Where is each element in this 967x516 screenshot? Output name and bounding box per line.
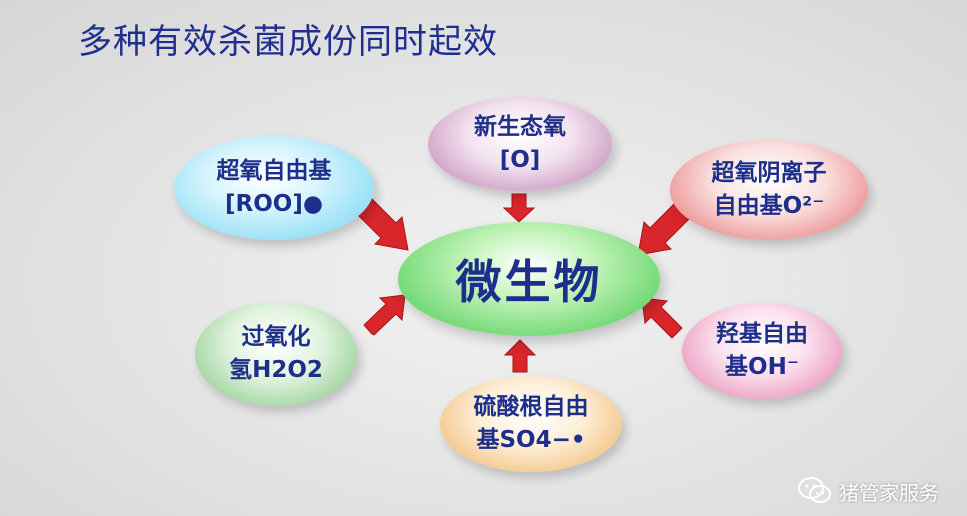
- watermark-text: 猪管家服务: [839, 480, 939, 505]
- node-hydrogen-peroxide-line1: 过氧化: [241, 324, 311, 350]
- node-hydroxyl-radical-line1: 羟基自由: [716, 321, 808, 347]
- node-sulfate-radical: 硫酸根自由 基SO4−•: [440, 376, 622, 472]
- arrow-from-nascent-oxygen: [502, 193, 536, 223]
- arrow-from-hydroxyl-radical: [641, 297, 683, 339]
- slide-title: 多种有效杀菌成份同时起效: [78, 22, 498, 62]
- arrow-from-superoxide-radical: [352, 194, 409, 251]
- node-superoxide-anion-line1: 超氧阴离子: [711, 160, 827, 186]
- node-superoxide-radical-line1: 超氧自由基: [216, 158, 332, 184]
- node-nascent-oxygen-line2: [O]: [499, 147, 541, 173]
- node-sulfate-radical-line2: 基SO4−•: [476, 427, 586, 453]
- node-hydroxyl-radical: 羟基自由 基OH⁻: [682, 303, 842, 399]
- node-nascent-oxygen-line1: 新生态氧: [474, 114, 566, 140]
- node-superoxide-radical: 超氧自由基 [ROO]●: [174, 136, 374, 240]
- arrow-from-hydrogen-peroxide: [363, 294, 406, 336]
- watermark: 猪管家服务: [797, 476, 939, 506]
- node-hydrogen-peroxide: 过氧化 氢H2O2: [195, 302, 357, 406]
- center-node-microorganism: 微生物: [398, 222, 660, 336]
- node-sulfate-radical-line1: 硫酸根自由: [473, 394, 589, 420]
- node-hydrogen-peroxide-line2: 氢H2O2: [229, 357, 323, 383]
- arrow-from-sulfate-radical: [503, 339, 537, 373]
- node-superoxide-radical-line2: [ROO]●: [225, 191, 323, 217]
- node-superoxide-anion: 超氧阴离子 自由基O²⁻: [670, 140, 868, 240]
- node-superoxide-anion-line2: 自由基O²⁻: [713, 193, 825, 219]
- wechat-icon: [798, 477, 831, 503]
- node-hydroxyl-radical-line2: 基OH⁻: [725, 354, 799, 380]
- center-label: 微生物: [455, 255, 603, 309]
- node-nascent-oxygen: 新生态氧 [O]: [428, 97, 612, 191]
